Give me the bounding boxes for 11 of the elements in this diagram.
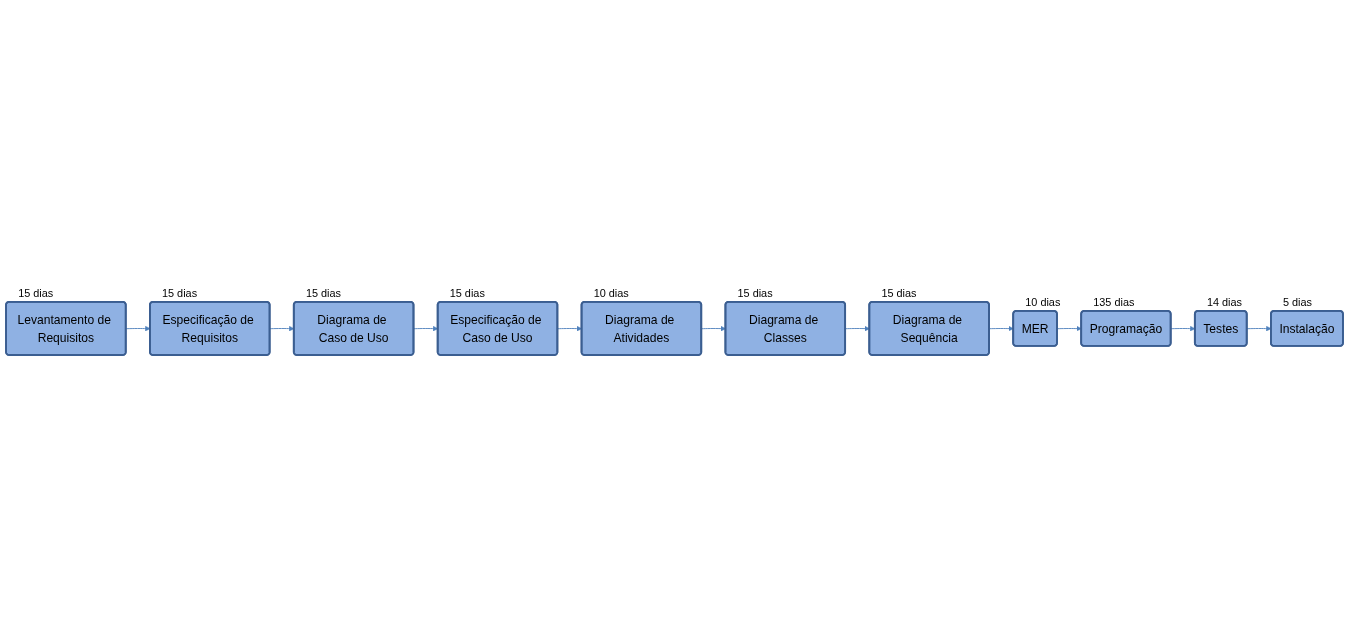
duration-label: 10 dias bbox=[593, 286, 629, 299]
duration-label: 15 dias bbox=[18, 286, 54, 299]
duration-label: 14 dias bbox=[1206, 296, 1242, 309]
duration-label: 15 dias bbox=[162, 286, 198, 299]
duration-label: 10 dias bbox=[1025, 296, 1061, 309]
duration-label: 15 dias bbox=[881, 286, 917, 299]
duration-label: 15 dias bbox=[737, 286, 773, 299]
duration-label: 15 dias bbox=[449, 286, 485, 299]
duration-label: 135 dias bbox=[1093, 296, 1135, 309]
duration-label: 15 dias bbox=[305, 286, 341, 299]
duration-label: 5 dias bbox=[1283, 296, 1313, 309]
